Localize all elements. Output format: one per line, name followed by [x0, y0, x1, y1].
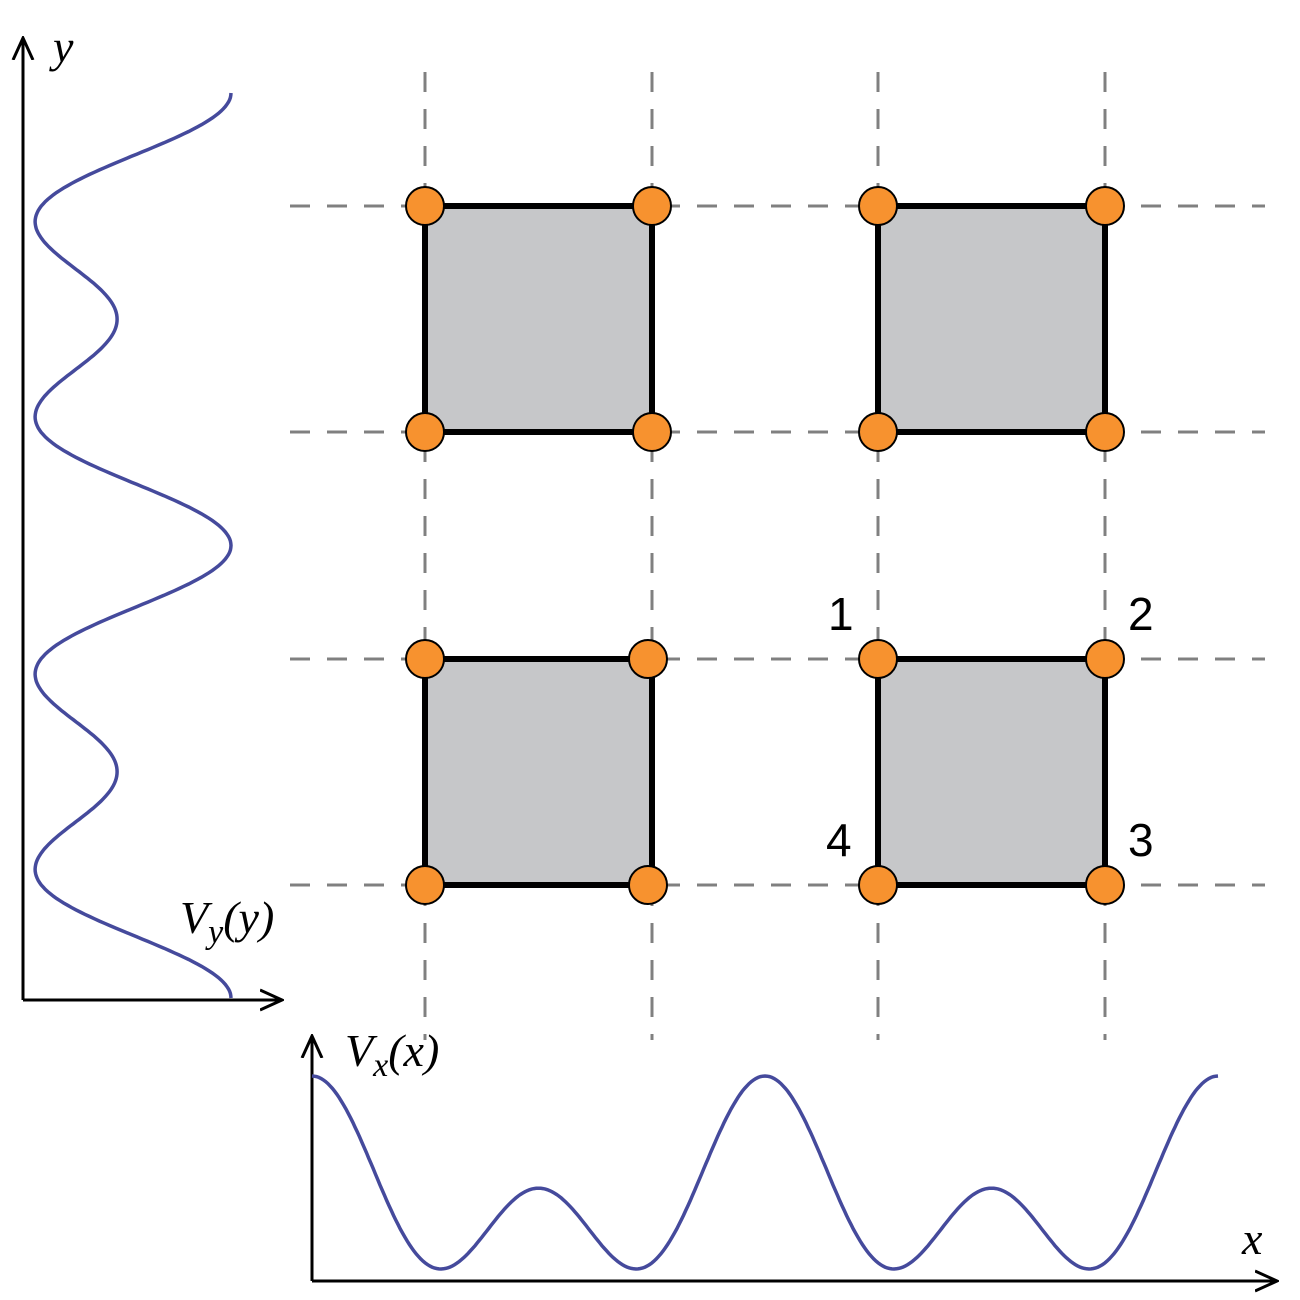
plaquette-top-right: [875, 203, 1108, 435]
vx-plot: x Vx(x): [312, 1025, 1277, 1281]
site: [628, 865, 668, 905]
site-4: [858, 865, 898, 905]
vy-potential-curve: [33, 92, 233, 999]
vx-potential-curve: [311, 1074, 1219, 1271]
site: [632, 412, 672, 452]
plaquette-bottom-left: [422, 656, 655, 888]
site-label-1: 1: [828, 588, 854, 640]
site: [405, 865, 445, 905]
site: [858, 186, 898, 226]
plaquette-bottom-right: [875, 656, 1108, 888]
site: [1085, 186, 1125, 226]
site: [405, 639, 445, 679]
vy-label: Vy(y): [180, 892, 274, 951]
site: [628, 639, 668, 679]
vx-label: Vx(x): [345, 1025, 439, 1084]
site-3: [1085, 865, 1125, 905]
site: [1085, 412, 1125, 452]
site-1: [858, 639, 898, 679]
site: [405, 186, 445, 226]
x-axis-label: x: [1241, 1213, 1263, 1264]
site-label-4: 4: [826, 814, 852, 866]
site: [858, 412, 898, 452]
site-2: [1085, 639, 1125, 679]
site: [405, 412, 445, 452]
site: [632, 186, 672, 226]
site-label-2: 2: [1128, 588, 1154, 640]
y-axis-label: y: [49, 21, 74, 72]
plaquette-top-left: [422, 203, 655, 435]
site-label-3: 3: [1128, 814, 1154, 866]
plaquettes: [422, 203, 1108, 888]
vy-plot: y Vy(y): [23, 21, 282, 1000]
lattice-sites: [405, 186, 1125, 905]
